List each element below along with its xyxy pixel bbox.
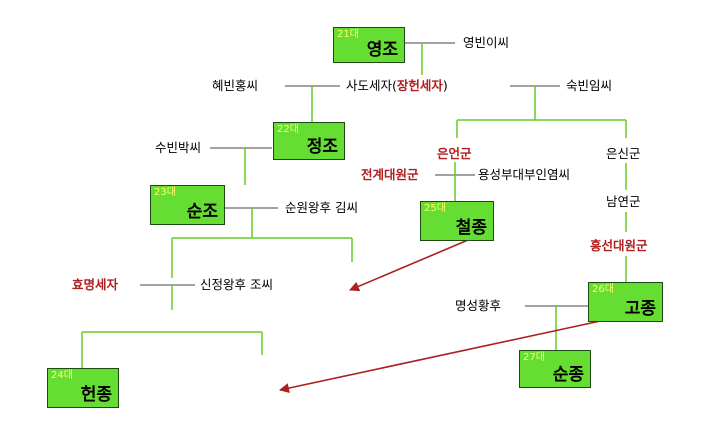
person-sado: 사도세자(장헌세자): [346, 78, 448, 94]
person-subin: 수빈박씨: [155, 140, 202, 155]
king-name: 철종: [455, 218, 487, 238]
person-sunwon: 순원왕후 김씨: [285, 200, 358, 215]
person-yongseong: 용성부대부인염씨: [478, 167, 571, 182]
king-name: 헌종: [80, 385, 112, 405]
king-box-sunjo: 23대 순조: [150, 185, 225, 225]
sado-alias: 장헌세자: [396, 78, 443, 93]
person-namyeon: 남연군: [606, 194, 641, 209]
king-box-yeongjo: 21대 영조: [333, 27, 405, 63]
person-hyomyeong: 효명세자: [72, 277, 119, 292]
generation-label: 27대: [523, 352, 545, 363]
generation-label: 25대: [424, 203, 446, 214]
king-box-cheoljong: 25대 철종: [420, 201, 494, 241]
person-myeongseong: 명성황후: [455, 298, 502, 313]
king-name: 순조: [186, 202, 218, 222]
sado-name: 사도세자(: [346, 78, 397, 93]
generation-label: 24대: [51, 370, 73, 381]
person-hyebin: 혜빈홍씨: [212, 78, 259, 93]
king-box-sunjong: 27대 순종: [519, 350, 591, 388]
sado-close: ): [442, 78, 448, 93]
person-heungseon: 흥선대원군: [590, 238, 648, 253]
king-box-heonjong: 24대 헌종: [47, 368, 119, 408]
person-eoneon: 은언군: [437, 146, 472, 161]
king-box-gojong: 26대 고종: [588, 282, 663, 322]
person-yeongbin: 영빈이씨: [463, 35, 510, 50]
king-name: 순종: [552, 365, 584, 385]
king-box-jeongjo: 22대 정조: [273, 122, 345, 160]
person-sinjeong: 신정왕후 조씨: [200, 277, 273, 292]
king-name: 고종: [624, 299, 656, 319]
generation-label: 22대: [277, 124, 299, 135]
person-sukbin: 숙빈임씨: [566, 78, 613, 93]
person-jeongye: 전계대원군: [361, 167, 419, 182]
generation-label: 21대: [337, 29, 359, 40]
king-name: 정조: [306, 137, 338, 157]
generation-label: 23대: [154, 187, 176, 198]
king-name: 영조: [366, 40, 398, 60]
person-eunsin: 은신군: [606, 146, 641, 161]
generation-label: 26대: [592, 284, 614, 295]
